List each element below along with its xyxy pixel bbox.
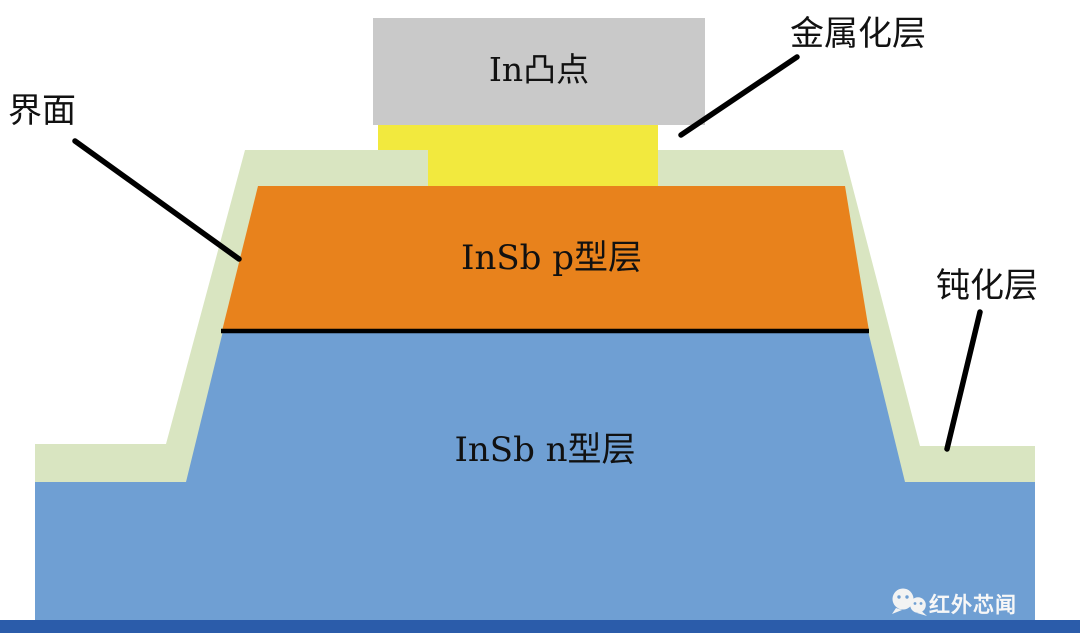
metallization-pointer-line [678,54,800,138]
interface-callout-label: 界面 [8,91,76,131]
passivation-callout-label: 钝化层 [936,266,1038,306]
watermark-label: 红外芯闻 [929,593,1017,617]
wechat-icon [892,588,927,616]
interface-pointer-line [72,138,242,262]
in-bump-label: In凸点 [488,50,590,89]
passivation-pointer-line [944,309,983,452]
in-bump-layer [373,18,705,125]
p-type-layer [222,186,869,331]
p-type-label: InSb p型层 [461,238,642,278]
metallization-callout-label: 金属化层 [790,14,926,54]
footer-bar [0,620,1080,633]
n-type-layer [35,331,1035,621]
n-type-label: InSb n型层 [454,430,636,470]
